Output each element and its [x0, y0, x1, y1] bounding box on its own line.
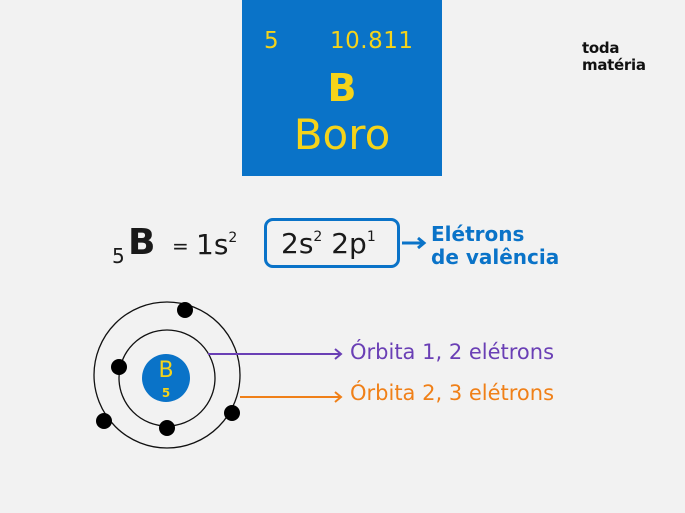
electron — [177, 302, 193, 318]
electron — [111, 359, 127, 375]
arrow-right-icon — [334, 348, 343, 360]
logo-line2: matéria — [582, 56, 646, 74]
core-orbital: 1s2 — [196, 228, 238, 261]
valence-orbitals: 2s2 2p1 — [281, 227, 376, 260]
element-name: Boro — [293, 110, 391, 159]
outer-orbit — [93, 301, 241, 449]
orbit2-label: Órbita 2, 3 elétrons — [350, 381, 555, 405]
valence-box: 2s2 2p1 — [264, 218, 400, 268]
orbit1-label: Órbita 1, 2 elétrons — [350, 340, 555, 364]
config-equals: = — [172, 234, 189, 258]
arrow-right-icon — [402, 236, 427, 250]
arrow-right-icon — [334, 391, 343, 403]
electron — [96, 413, 112, 429]
config-atomic-number: 5 — [112, 244, 125, 268]
nucleus-symbol: B — [158, 358, 174, 383]
nucleus — [142, 354, 190, 402]
valence-label: Elétrons de valência — [431, 222, 560, 269]
logo-line1: toda — [582, 39, 620, 57]
atomic-number: 5 — [264, 28, 279, 54]
element-symbol: B — [327, 66, 357, 110]
atomic-mass: 10.811 — [330, 28, 414, 54]
nucleus-number: 5 — [161, 386, 171, 400]
logo: toda matéria — [582, 40, 646, 74]
config-symbol: B — [128, 222, 156, 263]
electron — [224, 405, 240, 421]
element-tile: 5 10.811 B Boro — [242, 0, 442, 176]
electron — [159, 420, 175, 436]
